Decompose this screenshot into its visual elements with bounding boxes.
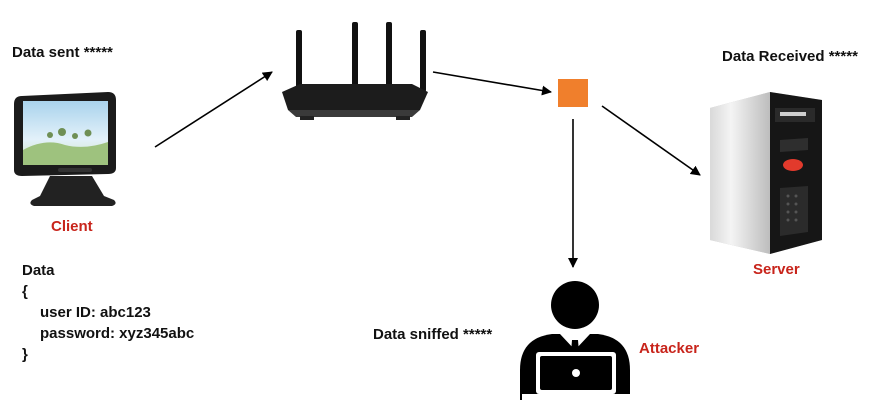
monitor-icon: [14, 92, 116, 206]
router-icon: [282, 22, 428, 120]
payload-password: password: xyz345abc: [40, 325, 195, 342]
payload-user-id: user ID: abc123: [40, 304, 151, 321]
arrow-client-to-router: [154, 71, 273, 148]
client-label: Client: [51, 218, 93, 235]
payload-block: Data { user ID: abc123 password: xyz345a…: [22, 260, 194, 365]
arrow-node-to-server: [601, 105, 701, 176]
data-sniffed-label: Data sniffed *****: [373, 326, 493, 343]
data-received-label: Data Received *****: [722, 48, 858, 65]
arrow-router-to-node: [432, 71, 552, 96]
attacker-label: Attacker: [639, 340, 700, 357]
sniff-node-icon: [558, 79, 588, 107]
server-tower-icon: [710, 92, 822, 254]
payload-close-brace: }: [22, 346, 28, 363]
data-sent-label: Data sent *****: [12, 44, 113, 61]
payload-open-brace: {: [22, 283, 28, 300]
server-label: Server: [753, 261, 800, 278]
hacker-icon: [520, 281, 630, 400]
payload-title: Data: [22, 262, 55, 279]
